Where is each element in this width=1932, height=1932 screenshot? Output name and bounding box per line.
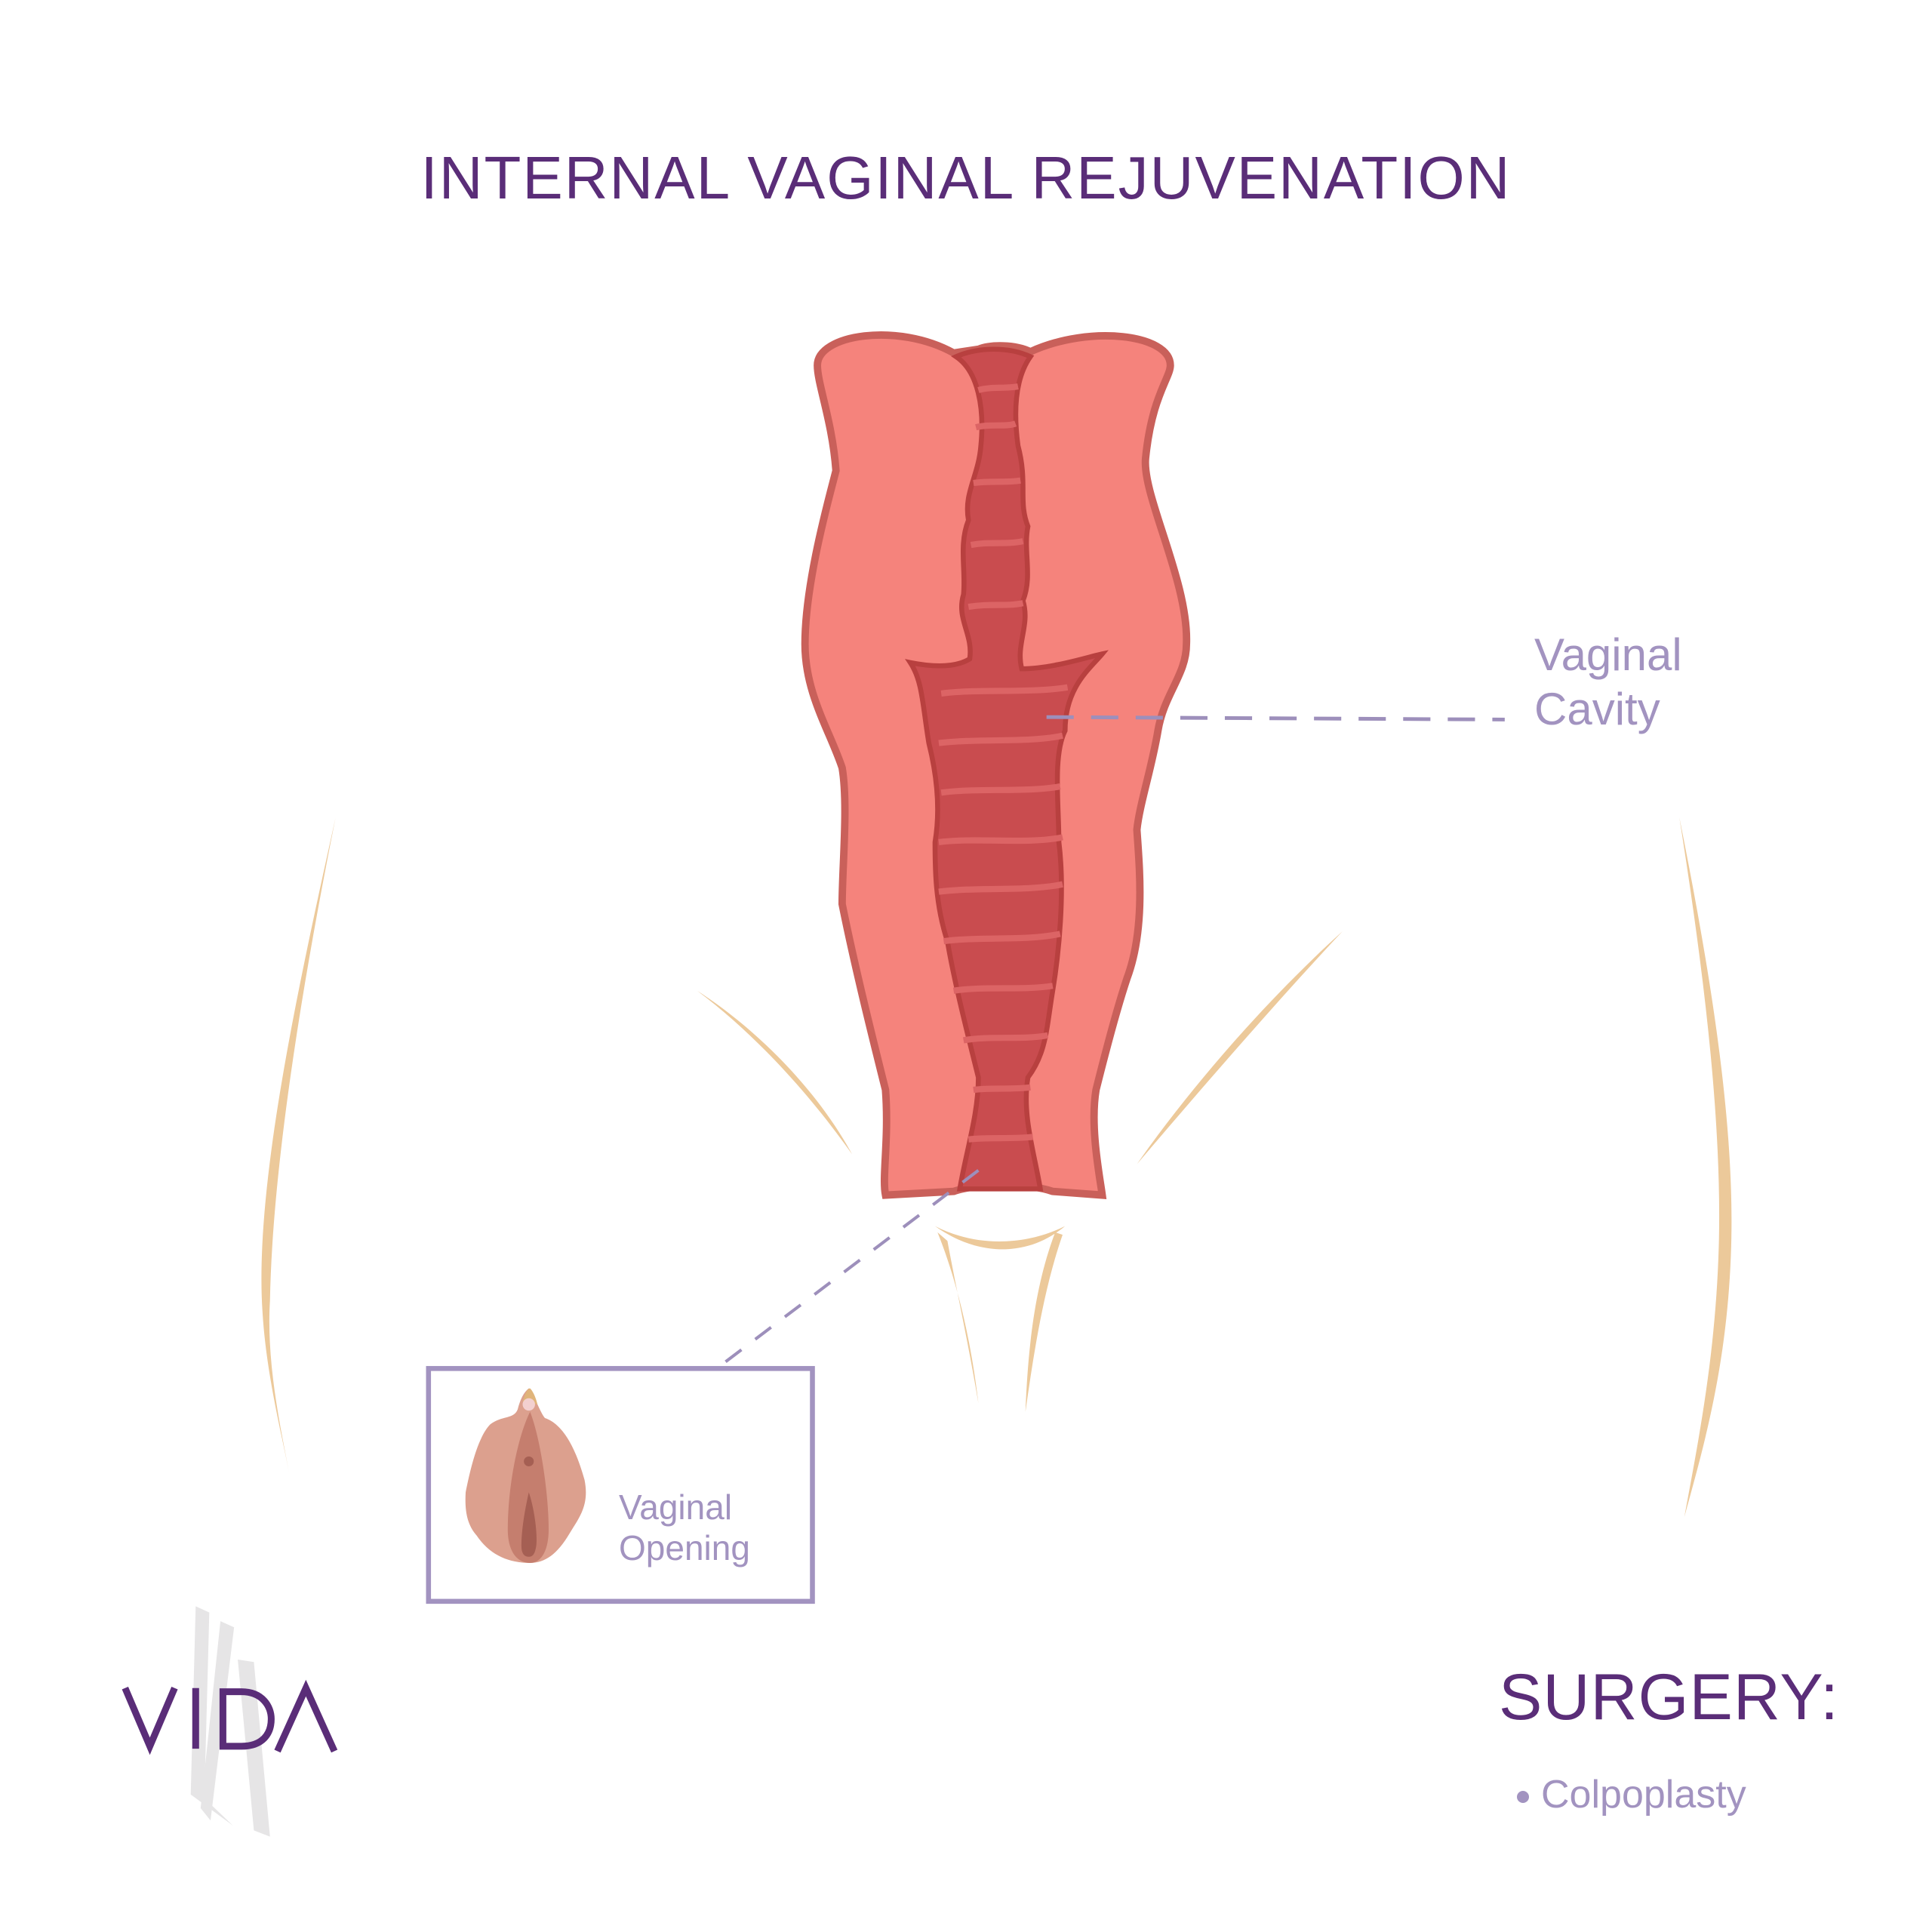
vida-logo <box>122 1606 338 1837</box>
perineum-curve <box>934 1226 1066 1250</box>
surgery-item-label: Colpoplasty <box>1541 1773 1746 1817</box>
left-groin-line <box>697 990 853 1155</box>
vulva-illustration <box>465 1388 586 1563</box>
surgery-list-item: Colpoplasty <box>1517 1772 1746 1817</box>
vaginal-cavity-label-line1: Vaginal <box>1534 629 1682 680</box>
body-contours <box>261 817 1732 1518</box>
vaginal-canal <box>905 346 1109 1192</box>
vaginal-organ <box>801 331 1191 1199</box>
vaginal-cavity-label: Vaginal Cavity <box>1534 628 1682 737</box>
canal-rugae <box>938 383 1069 1143</box>
left-thigh-line <box>937 1232 979 1404</box>
vaginal-opening-label-line1: Vaginal <box>619 1487 733 1527</box>
right-thigh-line <box>1025 1232 1063 1412</box>
bullet-icon <box>1517 1791 1529 1804</box>
left-hip-line <box>261 817 336 1477</box>
surgery-heading: SURGERY: <box>1499 1661 1839 1734</box>
vaginal-opening-label: Vaginal Opening <box>619 1487 750 1568</box>
vaginal-cavity-label-line2: Cavity <box>1534 684 1660 734</box>
vaginal-opening-label-line2: Opening <box>619 1528 750 1567</box>
cavity-leader-line <box>1046 715 1505 721</box>
right-groin-line <box>1137 931 1343 1164</box>
right-hip-line <box>1679 817 1732 1518</box>
page-title: INTERNAL VAGINAL REJUVENATION <box>420 144 1512 211</box>
